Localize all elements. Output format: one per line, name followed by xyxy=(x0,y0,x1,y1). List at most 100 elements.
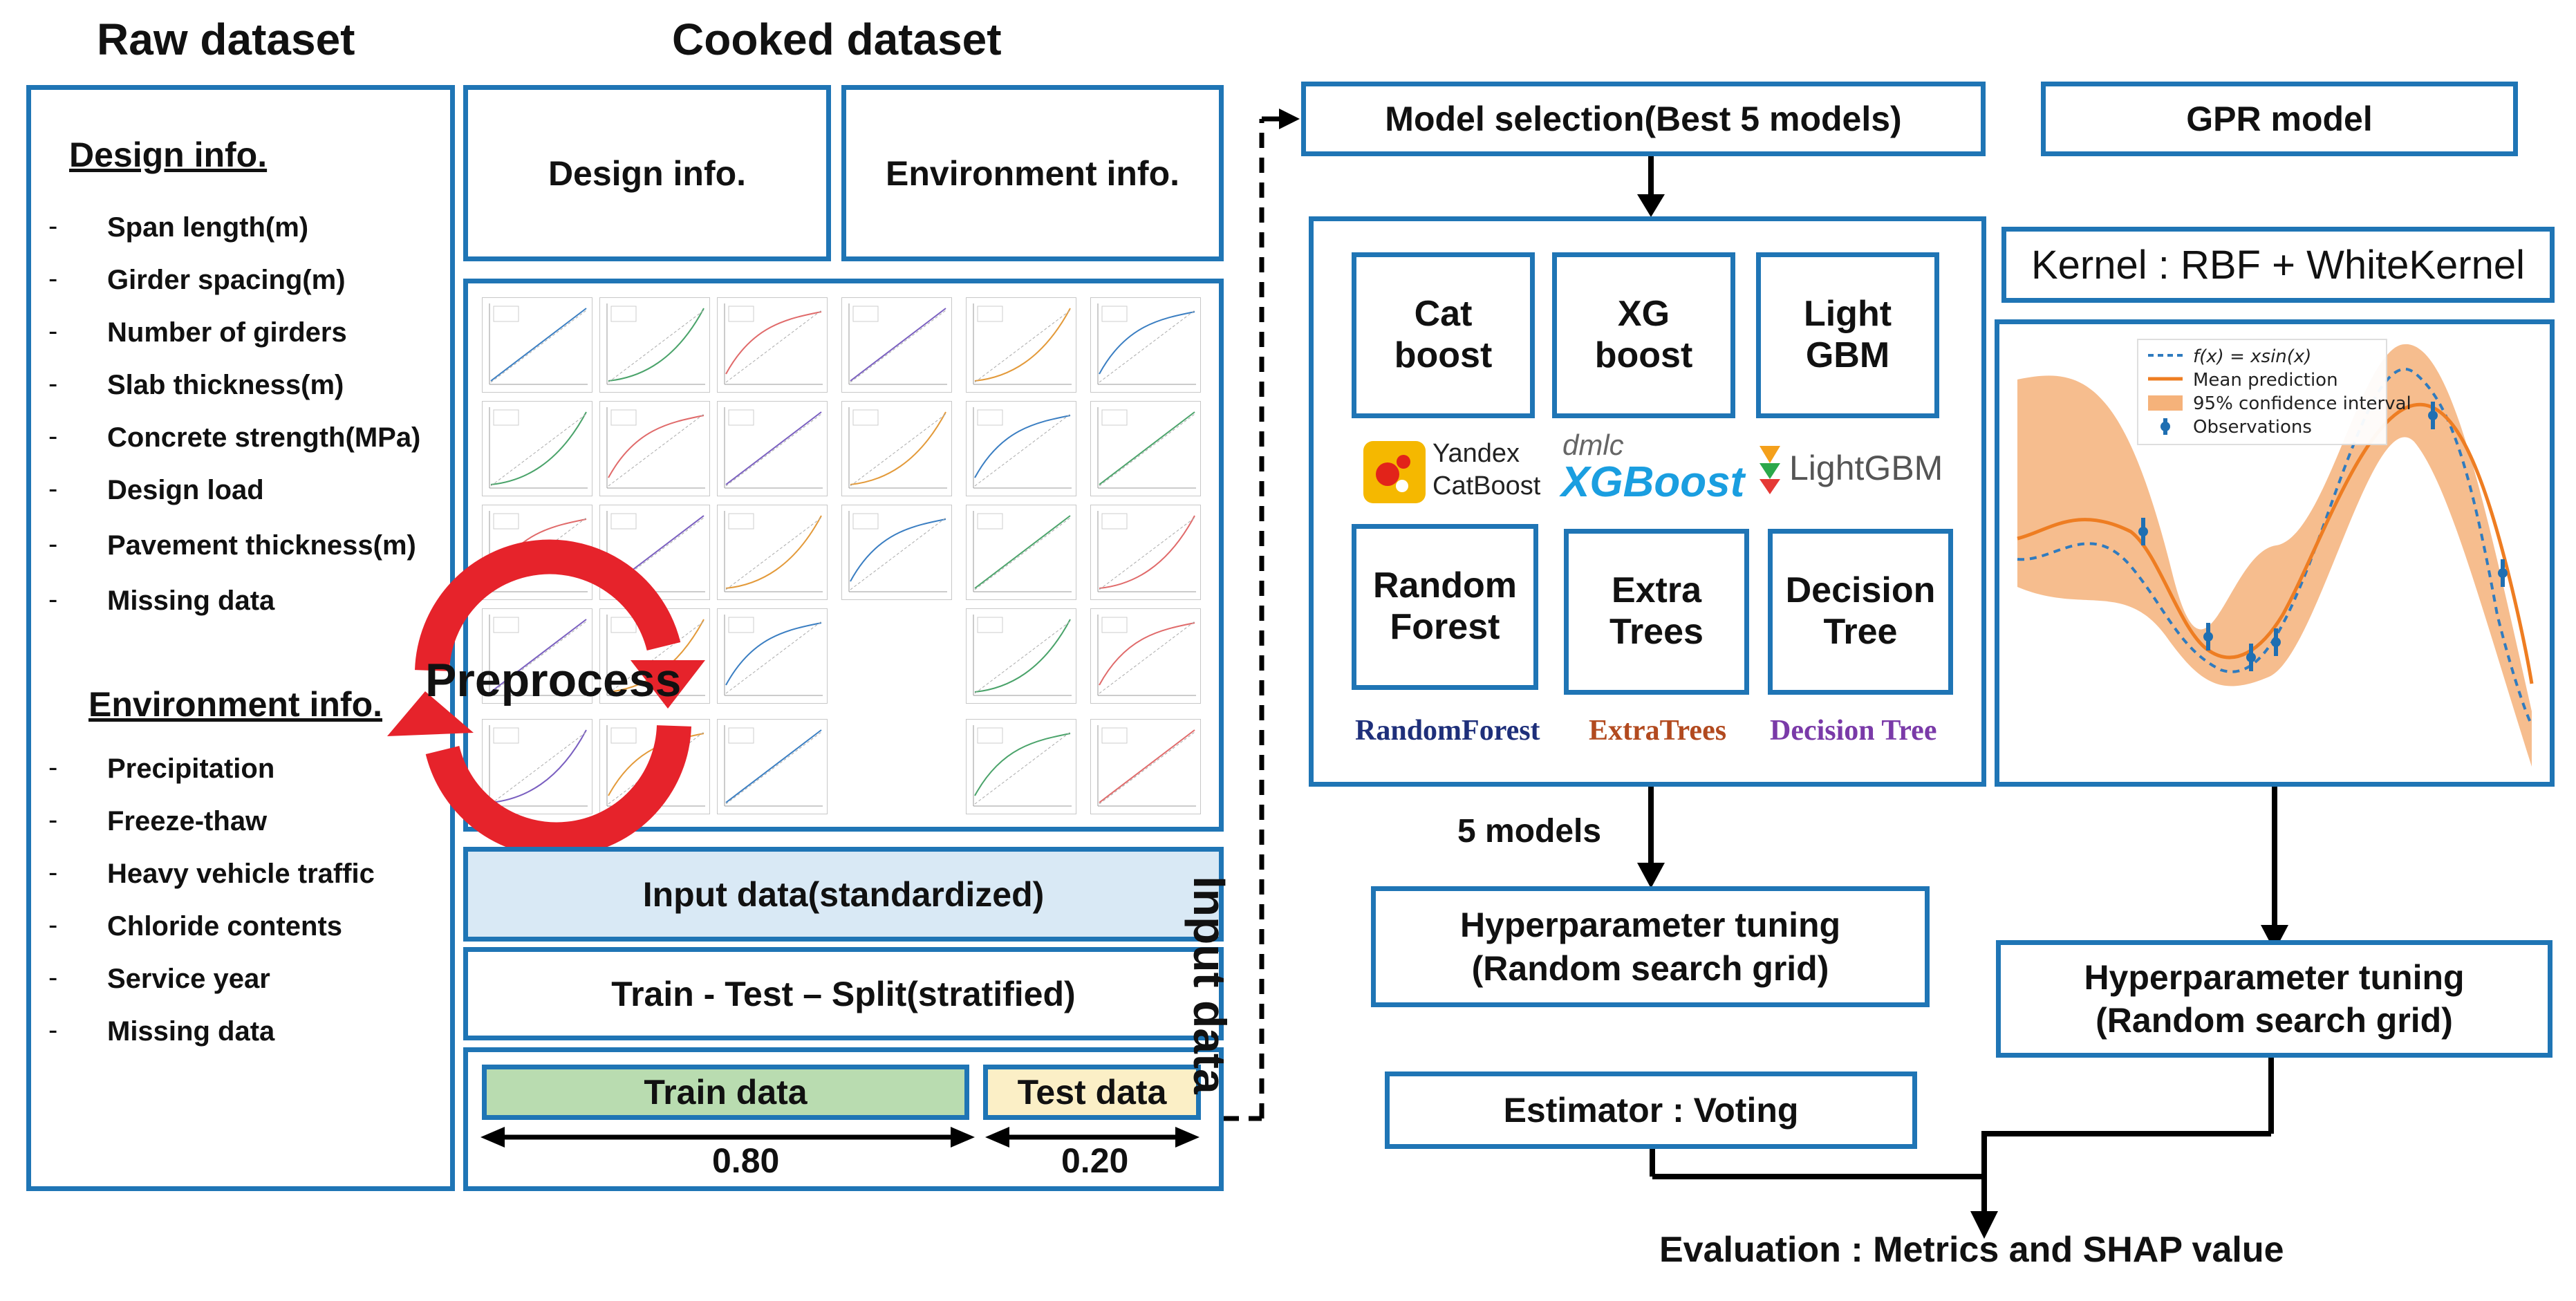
true-function xyxy=(2017,368,2533,726)
lightgbm-logo-icon xyxy=(1760,446,1780,494)
bullet-dash: - xyxy=(48,421,58,451)
feature-plot-thumbnail xyxy=(841,297,952,393)
feature-plot-grid xyxy=(468,283,1219,827)
design-item: Number of girders xyxy=(107,317,347,348)
environment-item: Service year xyxy=(107,964,270,994)
legend-label: Mean prediction xyxy=(2193,370,2338,391)
environment-item: Chloride contents xyxy=(107,911,343,942)
preprocess-label: Preprocess xyxy=(425,654,682,706)
legend-label: Observations xyxy=(2193,417,2312,438)
estimator-voting-box: Estimator : Voting xyxy=(1385,1071,1917,1149)
feature-plot-thumbnail xyxy=(599,401,710,496)
observation-points xyxy=(2138,402,2508,671)
bullet-dash: - xyxy=(48,263,58,294)
catboost-logo-text-2: CatBoost xyxy=(1432,471,1541,500)
feature-plot-thumbnail xyxy=(841,505,952,600)
train-test-split-box: Train - Test – Split(stratified) xyxy=(463,947,1224,1040)
environment-item: Missing data xyxy=(107,1016,275,1047)
arrow-down-icon xyxy=(2261,787,2288,951)
cooked-environment-box: Environment info. xyxy=(841,85,1224,261)
feature-plot-thumbnail xyxy=(1090,719,1201,814)
legend-label: f(x) = xsin(x) xyxy=(2193,346,2311,367)
legend-label: 95% confidence interval xyxy=(2193,393,2411,414)
raw-dataset-panel xyxy=(26,85,455,1191)
legend-frame xyxy=(2137,339,2387,445)
bullet-dash: - xyxy=(48,752,58,783)
feature-plot-thumbnail xyxy=(482,401,592,496)
test-data-bar: Test data xyxy=(983,1065,1201,1120)
raw-dataset-heading: Raw dataset xyxy=(97,15,355,64)
design-item: Slab thickness(m) xyxy=(107,370,344,400)
evaluation-label: Evaluation : Metrics and SHAP value xyxy=(1659,1230,2284,1270)
feature-plot-thumbnail xyxy=(966,719,1076,814)
bullet-dash: - xyxy=(48,529,58,559)
preprocess-cycle-icon xyxy=(387,539,705,857)
feature-plot-thumbnail xyxy=(966,608,1076,704)
feature-plot-thumbnail xyxy=(841,401,952,496)
bullet-dash: - xyxy=(48,211,58,241)
catboost-logo-text-1: Yandex xyxy=(1432,439,1520,468)
confidence-band xyxy=(2017,344,2532,767)
lightgbm-logo-text: LightGBM xyxy=(1789,449,1943,487)
test-ratio-label: 0.20 xyxy=(1061,1141,1129,1180)
feature-plot-thumbnail xyxy=(717,401,828,496)
xgboost-logo-text: XGBoost xyxy=(1561,458,1745,506)
feature-plot-thumbnail xyxy=(966,401,1076,496)
environment-item: Heavy vehicle traffic xyxy=(107,859,375,889)
feature-plot-thumbnail xyxy=(717,505,828,600)
bullet-dash: - xyxy=(48,368,58,399)
catboost-box: Cat boost xyxy=(1352,252,1535,418)
feature-plot-thumbnail xyxy=(599,297,710,393)
gpr-plot: f(x) = xsin(x) Mean prediction 95% confi… xyxy=(2017,339,2534,767)
random-forest-logo-text: RandomForest xyxy=(1355,715,1540,747)
gpr-hyperparameter-tuning-box: Hyperparameter tuning (Random search gri… xyxy=(1996,940,2552,1058)
feature-plot-thumbnail xyxy=(1090,608,1201,704)
design-item: Concrete strength(MPa) xyxy=(107,422,421,453)
arrow-down-icon xyxy=(1637,787,1665,888)
train-data-bar: Train data xyxy=(482,1065,969,1120)
random-forest-box: Random Forest xyxy=(1352,524,1538,690)
feature-plot-thumbnail xyxy=(482,608,592,704)
bullet-dash: - xyxy=(48,805,58,835)
hyperparameter-tuning-box: Hyperparameter tuning (Random search gri… xyxy=(1371,886,1930,1007)
feature-plot-thumbnail xyxy=(482,719,592,814)
extra-trees-logo-text: ExtraTrees xyxy=(1589,715,1727,747)
bullet-dash: - xyxy=(48,474,58,504)
design-item: Design load xyxy=(107,475,264,505)
mean-prediction xyxy=(2017,402,2534,684)
feature-plot-thumbnail xyxy=(966,297,1076,393)
gpr-model-box: GPR model xyxy=(2041,82,2518,156)
feature-plots-panel xyxy=(463,279,1224,832)
model-selection-box: Model selection(Best 5 models) xyxy=(1301,82,1986,156)
catboost-logo-icon xyxy=(1363,441,1426,503)
environment-item: Freeze-thaw xyxy=(107,806,268,836)
environment-info-title: Environment info. xyxy=(88,685,382,724)
bullet-dash: - xyxy=(48,584,58,615)
feature-plot-thumbnail xyxy=(717,297,828,393)
lightgbm-box: Light GBM xyxy=(1756,252,1939,418)
feature-plot-thumbnail xyxy=(717,608,828,704)
bullet-dash: - xyxy=(48,910,58,940)
merge-connectors xyxy=(1650,1058,2274,1239)
decision-tree-box: Decision Tree xyxy=(1768,529,1953,695)
gpr-plot-panel: f(x) = xsin(x) Mean prediction 95% confi… xyxy=(1995,319,2555,787)
design-info-title: Design info. xyxy=(69,135,268,174)
bullet-dash: - xyxy=(48,857,58,888)
environment-item: Precipitation xyxy=(107,754,275,784)
feature-plot-thumbnail xyxy=(482,297,592,393)
decision-tree-logo-text: Decision Tree xyxy=(1770,715,1937,747)
input-data-box: Input data(standardized) xyxy=(463,847,1224,942)
input-data-vertical-label: Input data xyxy=(1184,876,1235,1094)
xgboost-logo-dmlc: dmlc xyxy=(1562,429,1624,461)
feature-plot-thumbnail xyxy=(966,505,1076,600)
kernel-box: Kernel : RBF + WhiteKernel xyxy=(2001,227,2555,303)
design-item: Missing data xyxy=(107,586,275,616)
design-item: Span length(m) xyxy=(107,212,309,243)
feature-plot-thumbnail xyxy=(1090,505,1201,600)
cooked-dataset-heading: Cooked dataset xyxy=(672,15,1002,64)
ratio-arrows xyxy=(480,1127,1200,1148)
xgboost-box: XG boost xyxy=(1552,252,1735,418)
extra-trees-box: Extra Trees xyxy=(1564,529,1749,695)
design-item: Girder spacing(m) xyxy=(107,265,346,295)
feature-plot-thumbnail xyxy=(1090,401,1201,496)
